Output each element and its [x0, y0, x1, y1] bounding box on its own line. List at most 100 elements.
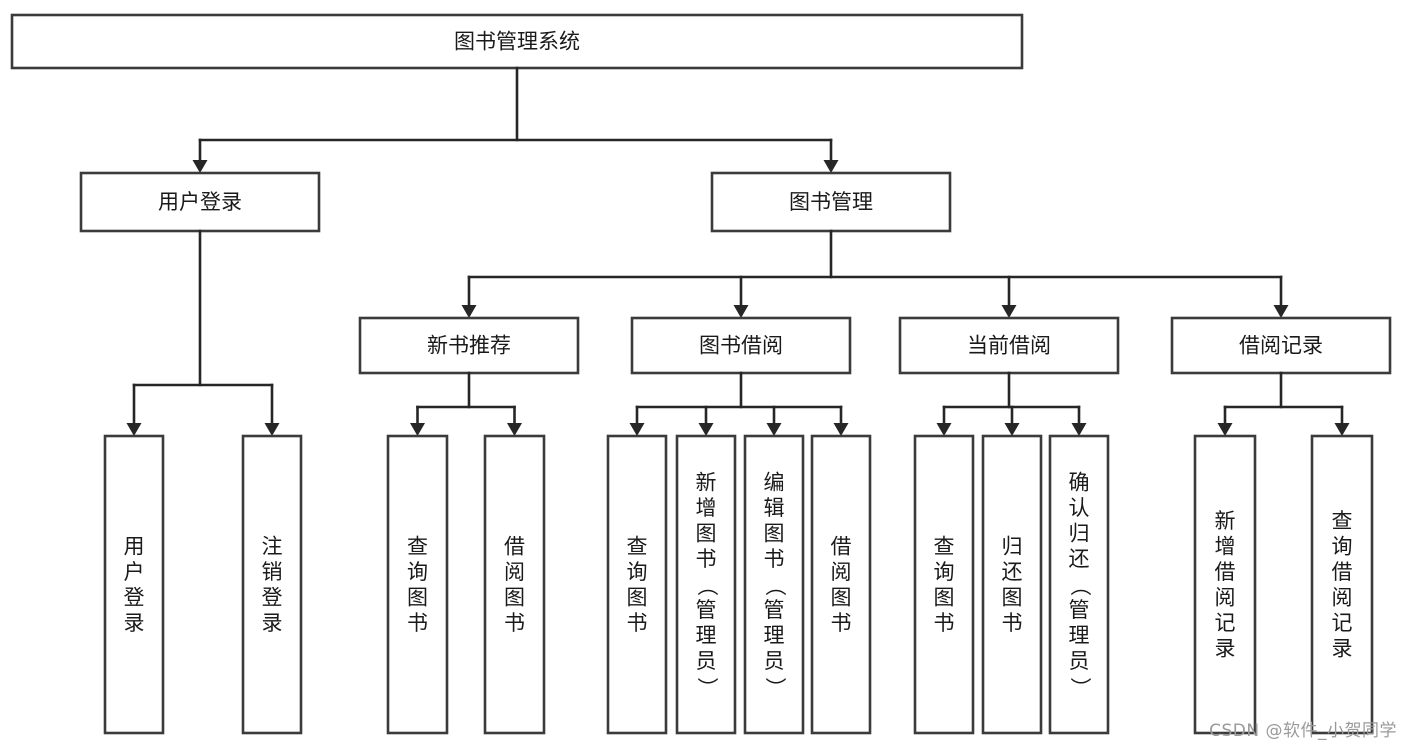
leaf-node-box-7[interactable] — [810, 434, 872, 735]
leaf-node-box-1[interactable] — [241, 434, 303, 735]
level3-node-box-1[interactable] — [630, 316, 852, 375]
svg-text:销: 销 — [262, 560, 283, 584]
svg-text:还: 还 — [1069, 547, 1090, 571]
level3-node-label-1: 图书借阅 — [699, 334, 783, 358]
level3-node-label-2: 当前借阅 — [967, 334, 1051, 358]
arrow-head-icon — [1004, 423, 1020, 436]
root-node-label: 图书管理系统 — [454, 30, 580, 54]
svg-text:图: 图 — [764, 522, 785, 546]
arrow-head-icon — [1273, 305, 1289, 318]
svg-text:图: 图 — [407, 585, 428, 609]
leaf-node-box-9[interactable] — [981, 434, 1043, 735]
leaf-node-box-0[interactable] — [103, 434, 165, 735]
leaf-node-box-10[interactable] — [1048, 434, 1110, 735]
root-node-box[interactable] — [10, 13, 1024, 70]
svg-text:注: 注 — [262, 534, 283, 558]
svg-text:）: ） — [763, 677, 787, 698]
leaf-node-box-5[interactable] — [675, 434, 737, 735]
svg-text:阅: 阅 — [1215, 585, 1236, 609]
leaf-node-box-6[interactable] — [743, 434, 805, 735]
svg-text:借: 借 — [504, 534, 525, 558]
arrow-head-icon — [1071, 423, 1087, 436]
leaf-node-box-11[interactable] — [1193, 434, 1257, 735]
arrow-head-icon — [833, 423, 849, 436]
svg-text:询: 询 — [934, 560, 955, 584]
arrow-head-icon — [507, 423, 522, 436]
svg-text:管: 管 — [764, 598, 785, 622]
svg-text:员: 员 — [696, 649, 717, 673]
arrow-head-icon — [698, 423, 714, 436]
arrow-head-icon — [126, 423, 142, 436]
svg-text:图: 图 — [934, 585, 955, 609]
svg-text:编: 编 — [764, 471, 785, 495]
arrow-head-icon — [410, 423, 425, 436]
level3-node-box-2[interactable] — [898, 316, 1120, 375]
svg-text:员: 员 — [764, 649, 785, 673]
svg-text:查: 查 — [1332, 509, 1353, 533]
level3-node-box-3[interactable] — [1170, 316, 1392, 375]
leaf-node-box-8[interactable] — [913, 434, 975, 735]
svg-text:管: 管 — [1069, 598, 1090, 622]
svg-text:图: 图 — [1002, 585, 1023, 609]
svg-text:书: 书 — [504, 611, 525, 635]
svg-text:书: 书 — [1002, 611, 1023, 635]
svg-text:图: 图 — [831, 585, 852, 609]
svg-text:借: 借 — [831, 534, 852, 558]
svg-text:书: 书 — [627, 611, 648, 635]
arrow-head-icon — [823, 160, 839, 173]
arrow-head-icon — [629, 423, 645, 436]
svg-text:录: 录 — [262, 611, 283, 635]
leaf-node-box-3[interactable] — [483, 434, 546, 735]
svg-text:书: 书 — [407, 611, 428, 635]
leaf-node-label-0: 用户登录 — [124, 534, 145, 635]
svg-text:新: 新 — [1215, 509, 1236, 533]
svg-text:图: 图 — [627, 585, 648, 609]
svg-text:）: ） — [695, 677, 719, 698]
svg-text:认: 认 — [1069, 496, 1090, 520]
arrow-head-icon — [461, 305, 477, 318]
svg-text:增: 增 — [1215, 534, 1236, 558]
svg-text:（: （ — [763, 575, 787, 596]
svg-text:新: 新 — [696, 471, 717, 495]
arrow-head-icon — [936, 423, 952, 436]
svg-text:还: 还 — [1002, 560, 1023, 584]
level3-node-label-0: 新书推荐 — [427, 334, 511, 358]
svg-text:辑: 辑 — [764, 496, 785, 520]
svg-text:询: 询 — [1332, 534, 1353, 558]
level2-node-box-1[interactable] — [710, 171, 952, 233]
arrow-head-icon — [1334, 423, 1350, 436]
svg-text:查: 查 — [627, 534, 648, 558]
svg-text:理: 理 — [1069, 624, 1090, 648]
svg-text:（: （ — [1068, 575, 1092, 596]
arrow-head-icon — [733, 305, 749, 318]
svg-text:理: 理 — [696, 624, 717, 648]
leaf-node-box-12[interactable] — [1310, 434, 1374, 735]
svg-text:书: 书 — [934, 611, 955, 635]
leaf-node-box-4[interactable] — [606, 434, 668, 735]
svg-text:登: 登 — [124, 585, 145, 609]
svg-text:记: 记 — [1215, 611, 1236, 635]
leaf-node-box-2[interactable] — [386, 434, 449, 735]
svg-text:询: 询 — [627, 560, 648, 584]
svg-text:登: 登 — [262, 585, 283, 609]
svg-text:增: 增 — [696, 496, 717, 520]
svg-text:查: 查 — [934, 534, 955, 558]
arrow-head-icon — [1217, 423, 1233, 436]
svg-text:理: 理 — [764, 624, 785, 648]
level3-node-box-0[interactable] — [358, 316, 580, 375]
svg-text:记: 记 — [1332, 611, 1353, 635]
svg-text:书: 书 — [831, 611, 852, 635]
level2-node-label-1: 图书管理 — [789, 190, 873, 214]
level3-node-label-3: 借阅记录 — [1239, 334, 1323, 358]
